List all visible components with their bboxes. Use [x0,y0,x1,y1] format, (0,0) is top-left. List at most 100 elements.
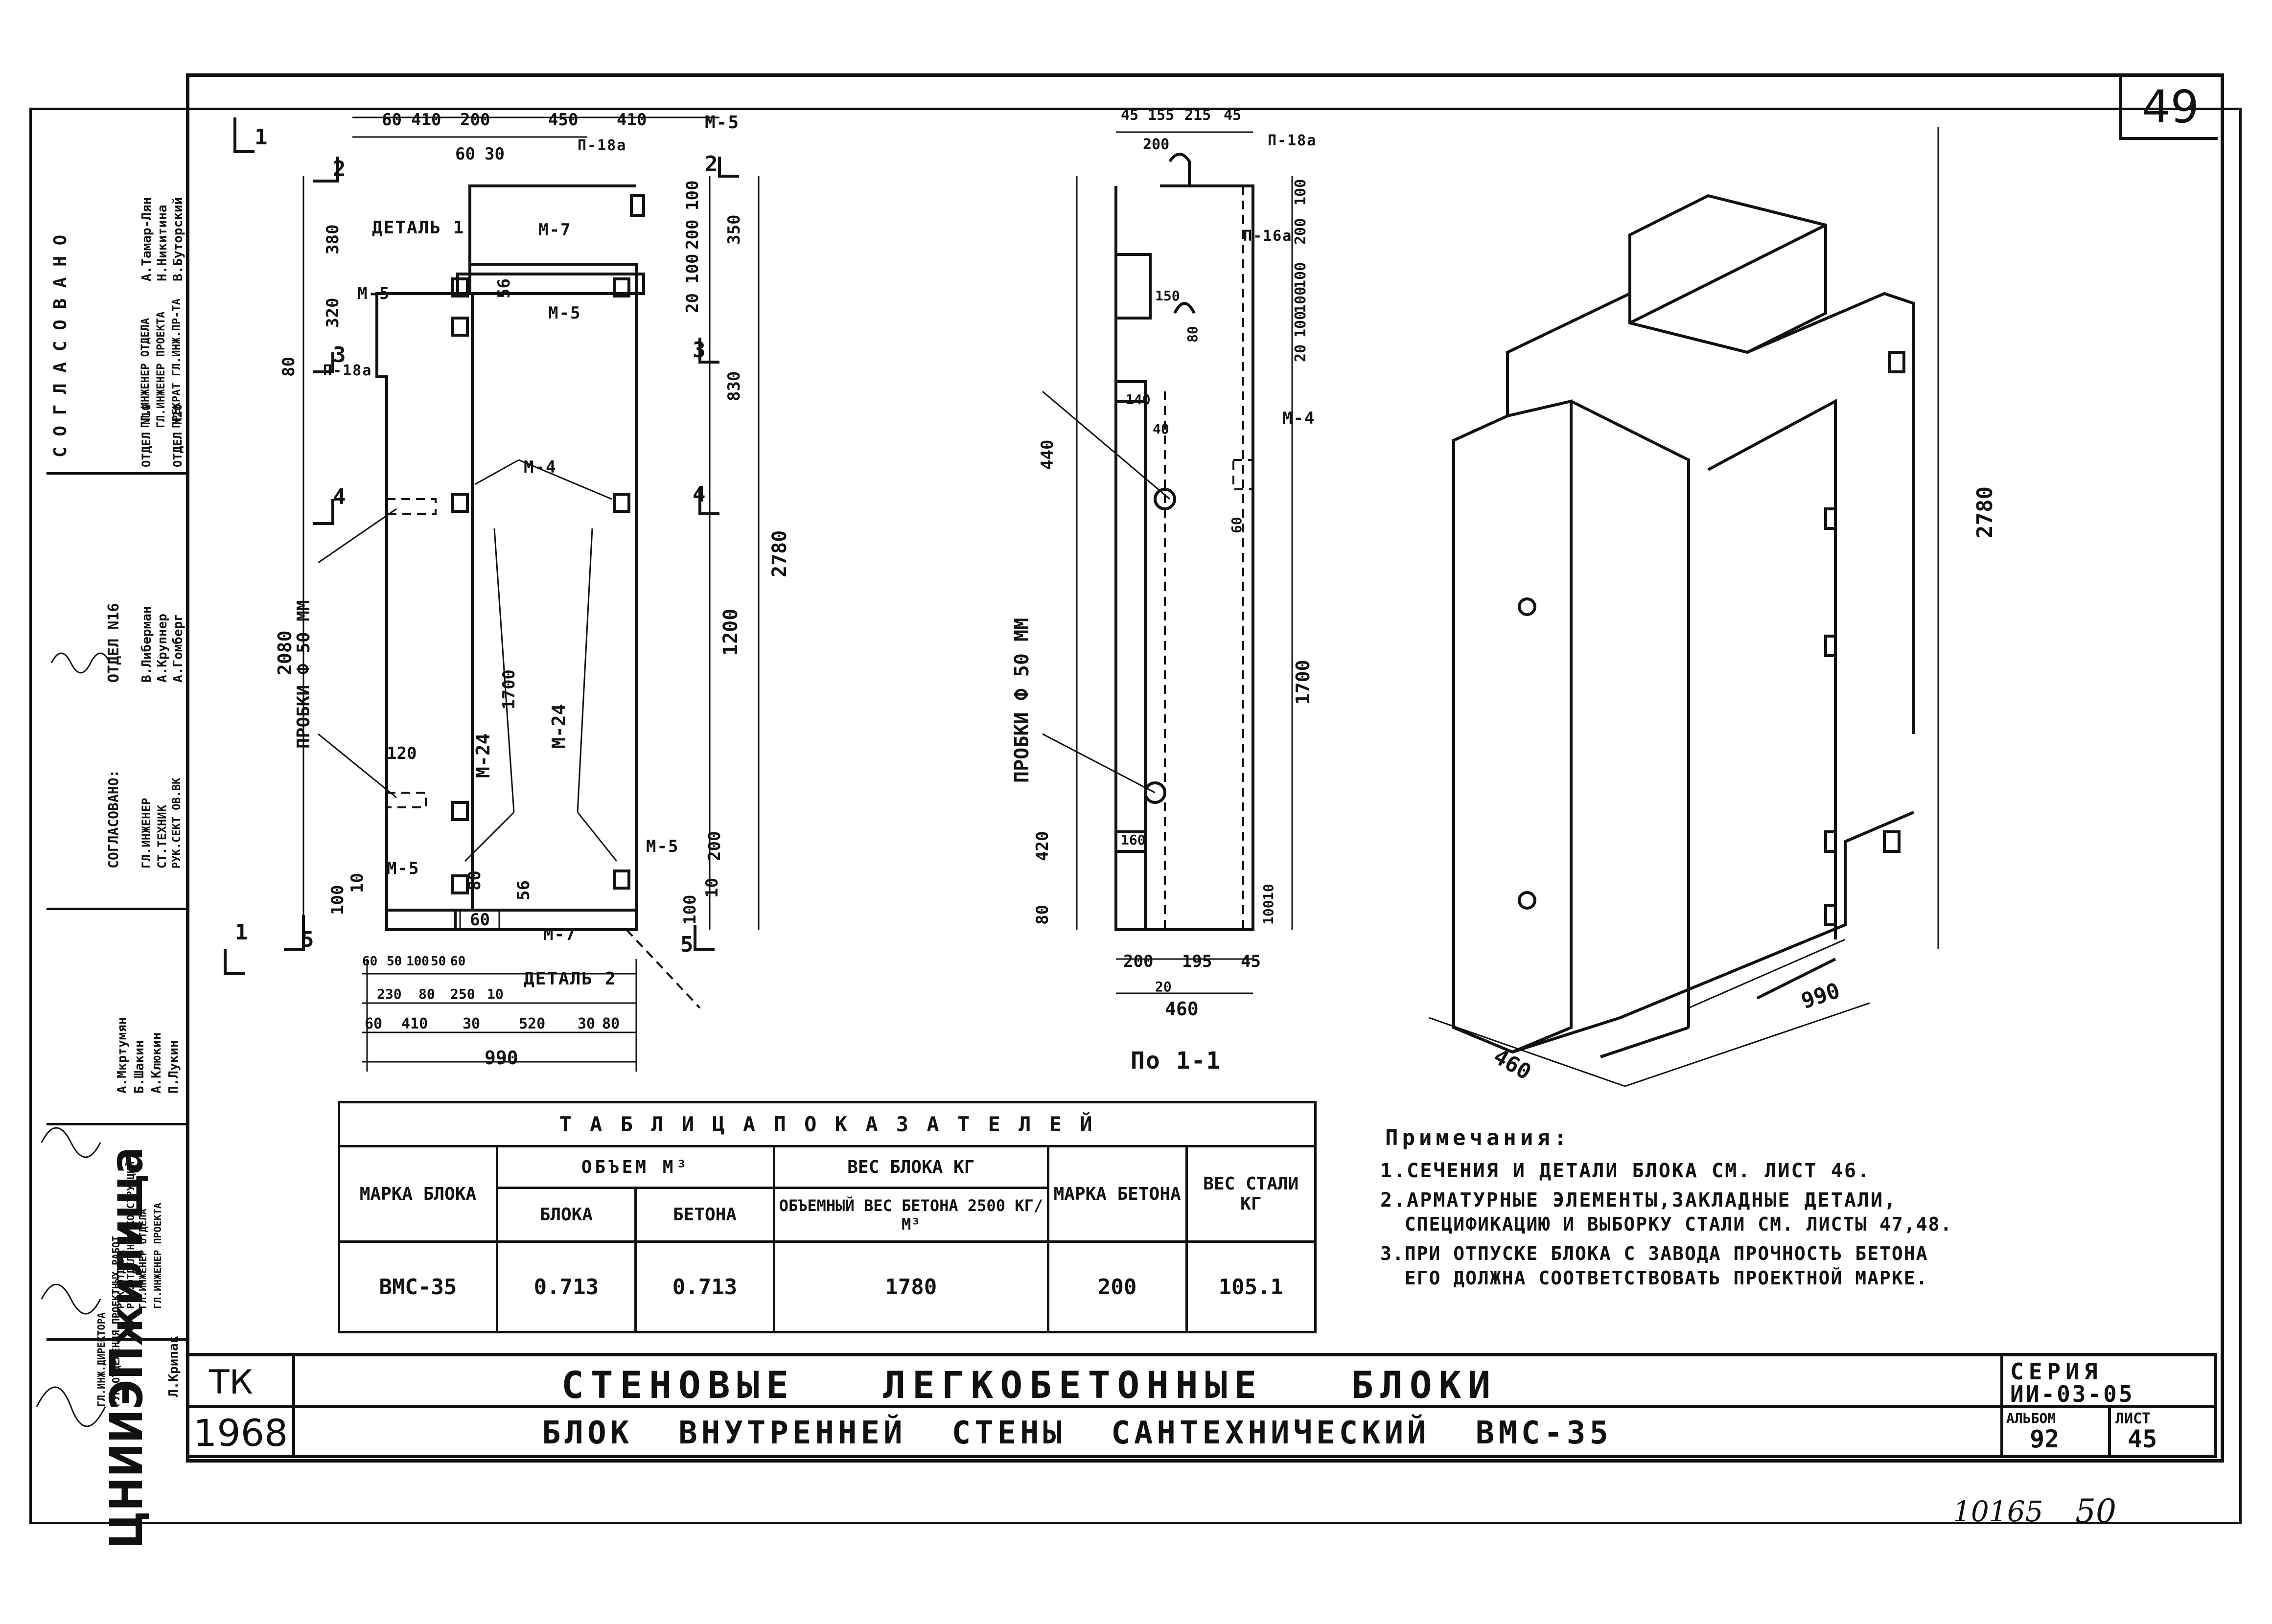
isometric-view-drawing [1429,127,1939,1087]
label-m5-left: М-5 [357,284,391,303]
fv-left-dim-3: 2080 [274,630,296,675]
fv-left-dim-4: 100 [328,885,348,915]
section-mark-1-bottom: 1 [235,920,249,945]
sv-top-dim-3: 45 [1224,107,1242,124]
section-mark-4-right: 4 [693,482,707,507]
label-plugs-front: ПРОБКИ Ф 50 ММ [294,600,314,749]
sv-label-p16a: П-16а [1243,228,1293,245]
sv-dim-11: 100 [1260,900,1276,925]
note-1: 1.СЕЧЕНИЯ И ДЕТАЛИ БЛОКА СМ. ЛИСТ 46. [1380,1160,1871,1182]
fv-top-dim-3: 450 [548,110,579,130]
side-panel-divider-4 [46,1338,186,1341]
table-col-volume: ОБЪЕМ М³ [495,1145,775,1189]
tb-series-label: СЕРИЯ [2010,1358,2103,1385]
section-mark-2-right: 2 [705,152,719,177]
sv-bottom-dim-0: 200 [1123,952,1154,971]
fv-bottom3-3: 520 [519,1015,546,1032]
tb-album-label: АЛЬБОМ [2006,1410,2056,1426]
fv-bottom3-1: 410 [401,1015,428,1032]
fv-bottom1-3: 50 [431,954,446,969]
outer-border [29,108,2242,1524]
section-mark-5-right: 5 [680,932,695,957]
sv-right-dim-2: 100 [1292,262,1309,289]
indicators-table: Т А Б Л И Ц А П О К А З А Т Е Л Е Й МАРК… [338,1101,1317,1333]
fv-right-dim-2: 100 [683,253,702,284]
tb-v-divider-2 [2000,1356,2003,1457]
sv-dim-7: 420 [1033,831,1052,861]
fv-bottom3-0: 60 [365,1015,383,1032]
sv-top-dim-1: 155 [1148,107,1175,124]
label-m5-bottom-left: М-5 [387,859,420,878]
table-cell-weight: 1780 [772,1240,1049,1333]
sv-bottom-dim-2: 45 [1241,952,1261,971]
fv-inner-dim-5: 120 [387,744,417,763]
label-m24-left: М-24 [472,733,494,778]
note-2b: СПЕЦИФИКАЦИЮ И ВЫБОРКУ СТАЛИ СМ. ЛИСТЫ 4… [1380,1213,1953,1235]
fv-left-dim-0: 380 [323,224,343,254]
fv-right-dim-9: 100 [680,894,700,925]
table-col-concrete-mark: МАРКА БЕТОНА [1046,1145,1188,1243]
sv-dim-4: 140 [1126,391,1151,408]
label-m7-top: М-7 [538,220,572,240]
fv-bottom3-5: 80 [602,1015,620,1032]
front-view-drawing [224,116,760,1072]
table-cell-mark: ВМС-35 [338,1240,498,1333]
section-view-title: По 1-1 [1131,1047,1222,1075]
iso-dim-height: 2780 [1972,486,1997,538]
fv-right-dim-7: 1200 [719,608,742,656]
fv-bottom1-0: 60 [362,954,378,969]
sv-label-m4: М-4 [1282,409,1316,428]
table-col-mark: МАРКА БЛОКА [338,1145,498,1243]
fv-inner-dim-4: 60 [470,910,490,930]
fv-right-dim-8: 200 [705,831,724,861]
fv-bottom1-1: 50 [387,954,402,969]
table-col-volume-concrete: БЕТОНА [634,1187,775,1243]
sheet-number-box: 49 [2119,76,2218,140]
fv-bottom2-1: 80 [418,986,435,1002]
table-cell-steel: 105.1 [1185,1240,1317,1333]
fv-top-dim-6: 30 [485,144,505,164]
fv-top-dim-0: 60 [382,110,402,130]
label-m5-top: М-5 [705,113,740,133]
note-3b: ЕГО ДОЛЖНА СООТВЕТСТВОВАТЬ ПРОЕКТНОЙ МАР… [1380,1267,1928,1289]
note-2: 2.АРМАТУРНЫЕ ЭЛЕМЕНТЫ,ЗАКЛАДНЫЕ ДЕТАЛИ, [1380,1189,1898,1212]
side-panel-divider-2 [46,908,186,910]
note-3: 3.ПРИ ОТПУСКЕ БЛОКА С ЗАВОДА ПРОЧНОСТЬ Б… [1380,1243,1928,1264]
notes-title: Примечания: [1385,1125,1571,1150]
sv-right-dim-4: 100 [1292,311,1309,338]
fv-right-dim-4: 100 [683,180,702,210]
side-panel: С О Г Л А С О В А Н О А.Тамар-Лян Н.Ники… [36,76,189,1549]
table-col-volume-block: БЛОКА [495,1187,637,1243]
sv-dim-3: 60 [1229,517,1245,533]
section-mark-3: 3 [333,343,347,367]
section-mark-3-right: 3 [693,338,707,363]
sv-dim-0: 150 [1155,288,1180,304]
sv-dim-1: 80 [1184,326,1201,343]
signature-scribbles [36,652,111,1427]
tb-v-divider-1 [292,1356,295,1457]
fv-top-dim-1: 410 [411,110,441,130]
handwritten-number-1: 10165 [1953,1495,2043,1528]
tb-sheet: 45 [2128,1425,2157,1453]
sv-dim-6: 1700 [1292,660,1314,705]
fv-right-dim-0: 350 [724,214,744,245]
table-col-weight: ВЕС БЛОКА КГ [772,1145,1049,1189]
sv-bottom-dim-1: 195 [1182,952,1212,971]
table-col-weight-sub: ОБЪЕМНЫЙ ВЕС БЕТОНА 2500 КГ/М³ [772,1187,1049,1243]
fv-bottom2-2: 250 [450,986,475,1002]
sv-dim-2: 440 [1038,439,1057,470]
fv-left-dim-1: 320 [323,297,343,328]
sv-bottom-dim-4: 460 [1165,998,1199,1020]
fv-bottom1-2: 100 [406,954,429,969]
tb-subtitle: БЛОК ВНУТРЕННЕЙ СТЕНЫ САНТЕХНИЧЕСКИЙ ВМС… [542,1415,1612,1451]
fv-total-width: 990 [485,1047,518,1069]
tb-h-divider [189,1405,2216,1408]
section-mark-1: 1 [255,125,269,150]
fv-inner-dim-2: 56 [514,880,533,900]
sv-right-dim-3: 20 [1292,344,1309,362]
tb-v-divider-3 [2108,1405,2111,1457]
sv-top-dim-0: 45 [1121,107,1139,124]
section-view-drawing [1042,131,1293,994]
title-block: ТК 1968 СТЕНОВЫЕ ЛЕГКОБЕТОННЫЕ БЛОКИ БЛО… [186,1353,2217,1458]
table-cell-vol-concrete: 0.713 [634,1240,775,1333]
